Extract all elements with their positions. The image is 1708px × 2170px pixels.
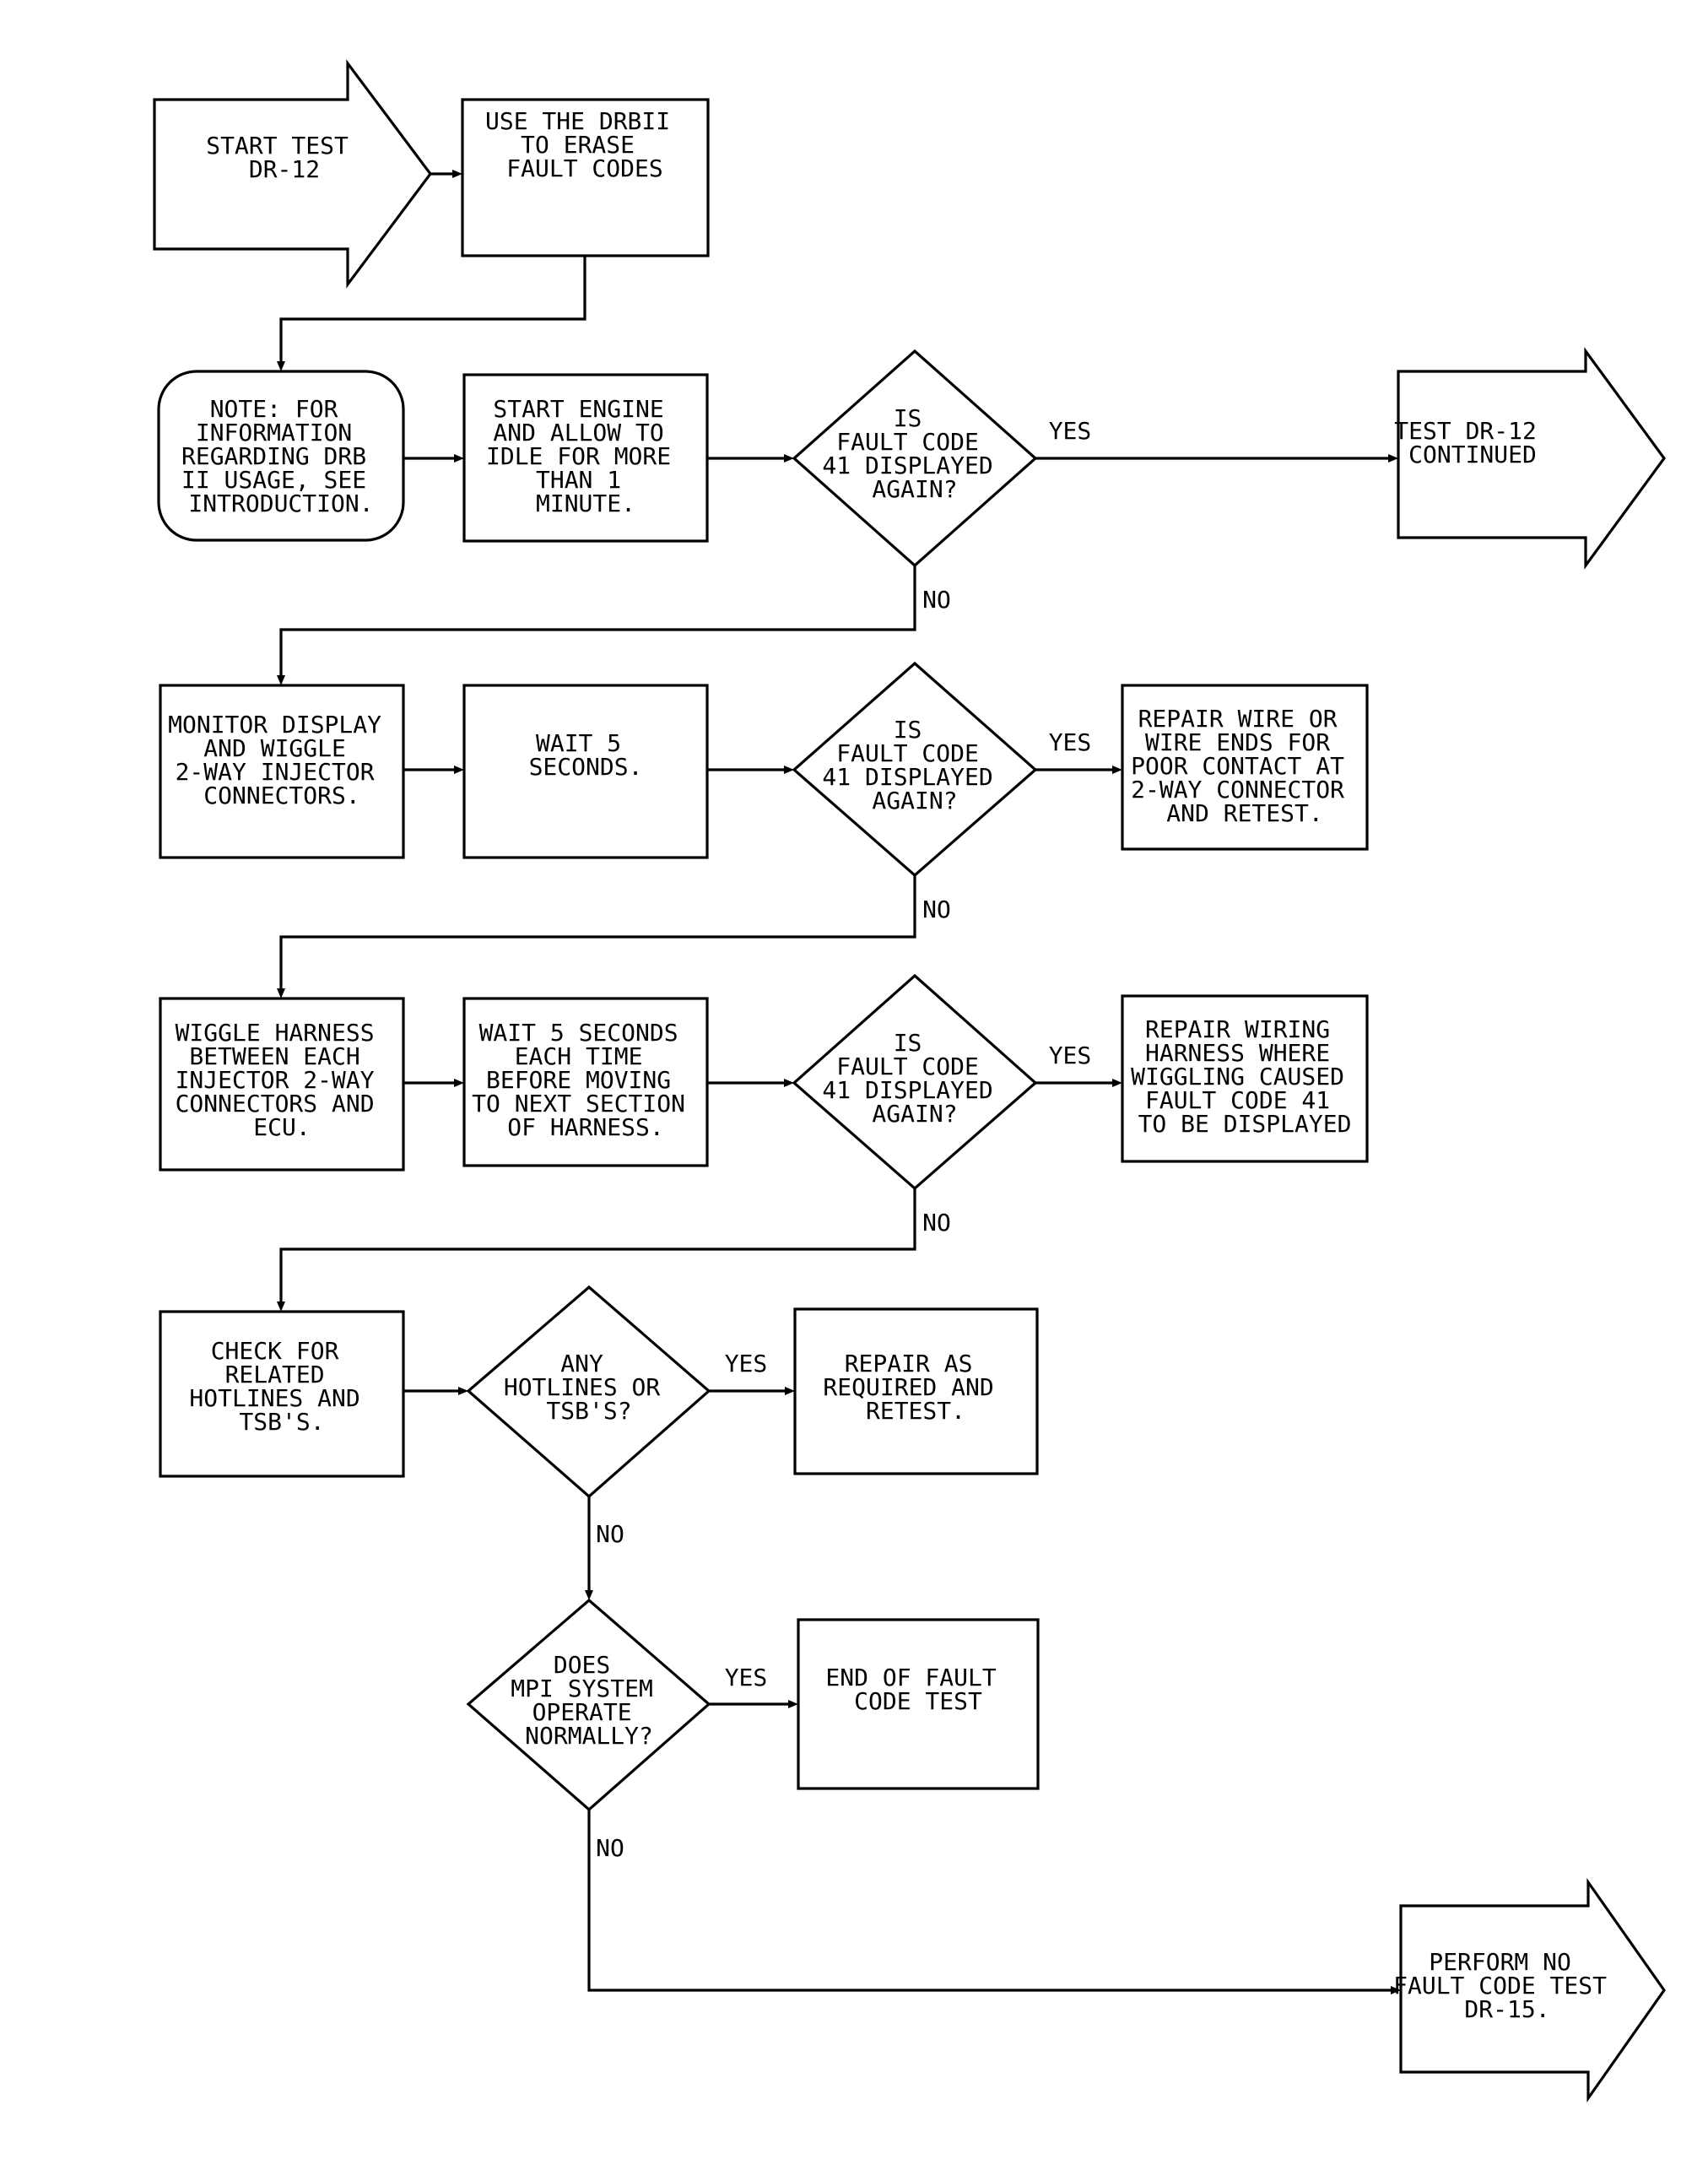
arrowhead xyxy=(452,170,462,178)
wait-each-text: WAIT 5 SECONDS EACH TIME BEFORE MOVING T… xyxy=(472,1019,700,1141)
arrowhead xyxy=(1112,1079,1122,1087)
erase-codes-text: USE THE DRBII TO ERASE FAULT CODES xyxy=(485,107,684,182)
test-continued-arrow xyxy=(1397,347,1666,570)
repair-harness-box xyxy=(1121,994,1369,1163)
repair-required-box xyxy=(793,1307,1039,1475)
connector-mpi-no xyxy=(587,1810,1392,1992)
wait-each-box xyxy=(462,997,709,1167)
monitor-display-text: MONITOR DISPLAY AND WIGGLE 2-WAY INJECTO… xyxy=(168,711,396,809)
end-test-box xyxy=(797,1618,1040,1790)
start-test-arrow xyxy=(153,59,432,289)
arrowhead xyxy=(788,1700,798,1708)
no-label: NO xyxy=(922,896,951,923)
no-label: NO xyxy=(596,1834,624,1862)
no-label: NO xyxy=(922,586,951,614)
start-test-text: START TEST DR-12 xyxy=(206,132,362,183)
arrowhead xyxy=(458,1387,468,1395)
arrowhead xyxy=(585,1590,593,1600)
test-continued-text: TEST DR-12 CONTINUED xyxy=(1394,417,1550,468)
start-engine-text: START ENGINE AND ALLOW TO IDLE FOR MORE … xyxy=(486,395,685,517)
decision-1-text: IS FAULT CODE 41 DISPLAYED AGAIN? xyxy=(822,404,1007,503)
arrowhead xyxy=(277,675,285,685)
wiggle-harness-text: WIGGLE HARNESS BETWEEN EACH INJECTOR 2-W… xyxy=(176,1019,389,1141)
arrowhead xyxy=(454,454,464,463)
arrowhead xyxy=(454,766,464,774)
arrowhead xyxy=(277,361,285,371)
erase-codes-box xyxy=(461,98,710,257)
yes-label: YES xyxy=(725,1350,768,1377)
wiggle-harness-box xyxy=(159,997,405,1172)
arrowhead xyxy=(454,1079,464,1087)
perform-no-fault-text: PERFORM NO FAULT CODE TEST DR-15. xyxy=(1393,1948,1621,2023)
decision-mpi-text: DOES MPI SYSTEM OPERATE NORMALLY? xyxy=(511,1651,667,1750)
note-text: NOTE: FOR INFORMATION REGARDING DRB II U… xyxy=(181,395,381,517)
perform-no-fault-arrow xyxy=(1399,1877,1666,2103)
repair-wire-box xyxy=(1121,684,1369,851)
end-test-text: END OF FAULT CODE TEST xyxy=(825,1664,1010,1715)
yes-label: YES xyxy=(725,1664,768,1691)
decision-3-text: IS FAULT CODE 41 DISPLAYED AGAIN? xyxy=(822,1029,1007,1128)
arrowhead xyxy=(1391,1986,1401,1994)
monitor-display-box xyxy=(159,684,405,859)
decision-2-text: IS FAULT CODE 41 DISPLAYED AGAIN? xyxy=(822,716,1007,814)
repair-harness-text: REPAIR WIRING HARNESS WHERE WIGGLING CAU… xyxy=(1131,1015,1359,1138)
arrowhead xyxy=(1112,766,1122,774)
connector-decision2-no xyxy=(279,875,916,990)
arrowhead xyxy=(784,766,794,774)
repair-wire-text: REPAIR WIRE OR WIRE ENDS FOR POOR CONTAC… xyxy=(1131,705,1359,827)
connector-decision3-no xyxy=(279,1188,916,1303)
no-label: NO xyxy=(922,1209,951,1237)
arrowhead xyxy=(784,454,794,463)
arrowhead xyxy=(277,988,285,998)
arrowhead xyxy=(784,1079,794,1087)
arrowhead xyxy=(277,1301,285,1312)
wait-5-text: WAIT 5 SECONDS. xyxy=(529,729,643,781)
check-hotlines-text: CHECK FOR RELATED HOTLINES AND TSB'S. xyxy=(189,1337,374,1436)
wait-5-box xyxy=(462,684,709,859)
yes-label: YES xyxy=(1049,417,1092,445)
arrowhead xyxy=(785,1387,795,1395)
arrowhead xyxy=(1388,454,1398,463)
repair-required-text: REPAIR AS REQUIRED AND RETEST. xyxy=(823,1350,1008,1425)
connector-decision1-no xyxy=(279,565,916,677)
check-hotlines-box xyxy=(159,1310,405,1478)
no-label: NO xyxy=(596,1520,624,1548)
yes-label: YES xyxy=(1049,728,1092,756)
connector-erase-note xyxy=(279,256,586,363)
yes-label: YES xyxy=(1049,1042,1092,1069)
decision-hotlines-text: ANY HOTLINES OR TSB'S? xyxy=(504,1350,674,1425)
